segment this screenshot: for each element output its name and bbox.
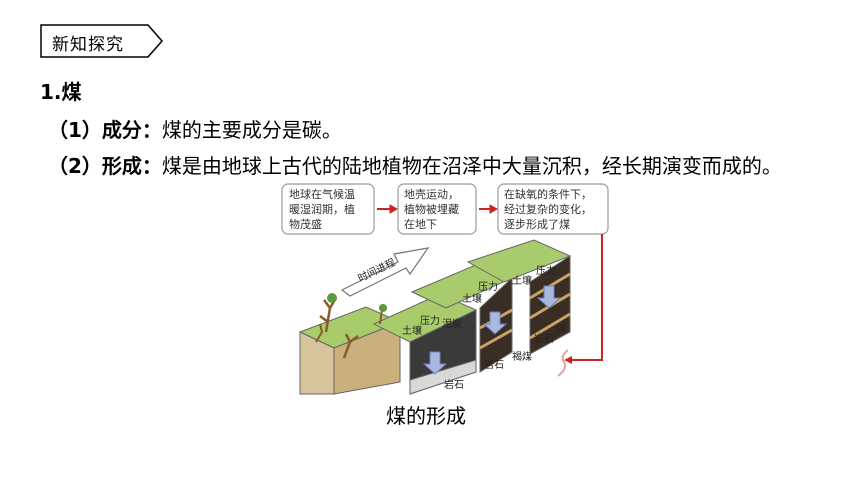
- section-tag: 新知探究: [40, 24, 163, 58]
- step-3-line-2: 经过复杂的变化，: [504, 202, 592, 216]
- soil-label: 土壤: [462, 292, 482, 305]
- rock-label: 岩石: [444, 378, 464, 391]
- soil-label: 土壤: [512, 274, 532, 287]
- item-colon: ：: [141, 154, 162, 178]
- pressure-label: 压力: [478, 280, 498, 293]
- coal-formation-figure: 地球在气候温 暖湿润期，植 物茂盛 地壳运动， 植物被埋藏 在地下 在缺氧的条件…: [280, 182, 610, 397]
- component-line: （1）成分：煤的主要成分是碳。: [48, 114, 342, 143]
- step-2-line-1: 地壳运动，: [404, 187, 459, 201]
- pressure-label: 压力: [420, 314, 440, 327]
- mud-label: 泥炭: [442, 317, 462, 330]
- stage-block-1: [298, 293, 402, 395]
- coal-label: 煤: [556, 322, 566, 335]
- step-3-line-3: 逐步形成了煤: [504, 218, 570, 231]
- tag-frame: [40, 24, 163, 58]
- time-arrow-icon: 时间进程: [340, 247, 430, 297]
- step-1-line-3: 物茂盛: [289, 217, 322, 231]
- item-number: （1）: [48, 118, 102, 142]
- step-1-line-2: 暖湿润期，植: [289, 202, 355, 216]
- lignite-label: 褐煤: [512, 350, 532, 363]
- topic-heading: 1.煤: [40, 80, 82, 104]
- item-number: （2）: [48, 154, 102, 178]
- soil-label: 土壤: [402, 324, 422, 337]
- pressure-label: 压力: [536, 264, 556, 277]
- return-arrow-icon: [570, 234, 603, 361]
- item-keyword: 形成: [101, 154, 142, 178]
- step-3-line-1: 在缺氧的条件下，: [504, 187, 592, 201]
- coal-formation-diagram: 地球在气候温 暖湿润期，植 物茂盛 地壳运动， 植物被埋藏 在地下 在缺氧的条件…: [281, 183, 609, 395]
- stage-block-3: 土壤 压力 岩石 褐煤: [410, 263, 532, 373]
- rock-label: 岩石: [534, 332, 554, 345]
- item-text: 煤的主要成分是碳。: [161, 118, 342, 142]
- formation-line: （2）形成：煤是由地球上古代的陆地植物在沼泽中大量沉积，经长期演变而成的。: [48, 150, 782, 179]
- figure-caption: 煤的形成: [386, 404, 466, 428]
- stage-block-4: 土壤 压力 岩石 煤: [466, 239, 572, 355]
- section-tag-label: 新知探究: [52, 35, 124, 55]
- step-1-line-1: 地球在气候温: [289, 187, 355, 201]
- flow-arrow-icon: [377, 204, 499, 214]
- item-text: 煤是由地球上古代的陆地植物在沼泽中大量沉积，经长期演变而成的。: [161, 154, 782, 178]
- step-2-line-3: 在地下: [404, 218, 437, 231]
- item-colon: ：: [141, 118, 162, 142]
- step-box-1: [281, 183, 375, 235]
- step-2-line-2: 植物被埋藏: [404, 202, 459, 216]
- item-keyword: 成分: [101, 118, 142, 142]
- rock-label: 岩石: [484, 358, 504, 371]
